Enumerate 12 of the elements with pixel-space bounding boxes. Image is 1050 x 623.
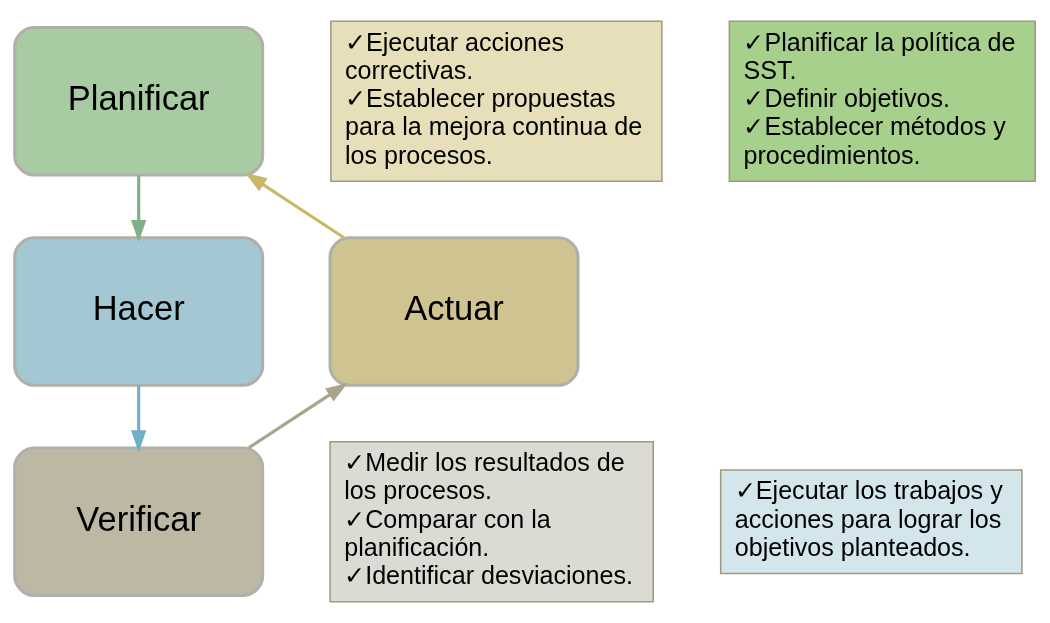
arrow — [131, 175, 147, 242]
node-box: ✓Ejecutar acciones correctivas. ✓Establecer propuestas para la mejora continua de los procesos. — [330, 20, 663, 183]
node-box: Planificar — [13, 26, 265, 177]
arrow — [248, 382, 348, 450]
arrow — [245, 172, 345, 239]
node-box: ✓Planificar la política de SST. ✓Definir objetivos. ✓Establecer métodos y procedimientos. — [728, 20, 1037, 183]
node-box: Hacer — [13, 236, 265, 387]
node-box: Actuar — [328, 236, 580, 387]
node-box: ✓Ejecutar los trabajos y acciones para lograr los objetivos planteados. — [719, 469, 1023, 575]
arrow — [131, 385, 147, 453]
node-box: ✓Medir los resultados de los procesos. ✓Comparar con la planificación. ✓Identificar desviaciones. — [329, 440, 655, 603]
node-box: Verificar — [13, 446, 265, 598]
